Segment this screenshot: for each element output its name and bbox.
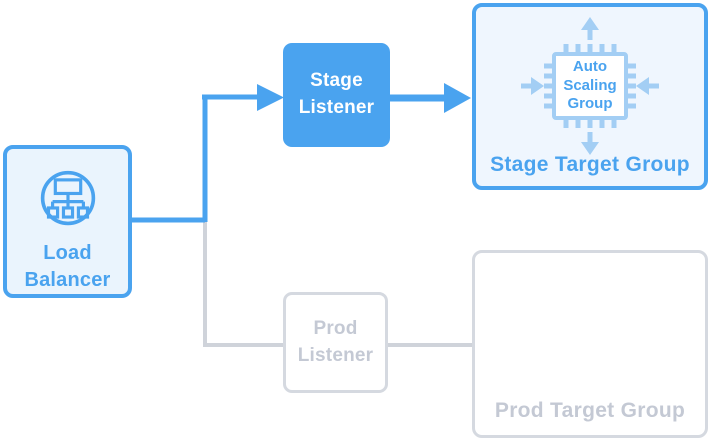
node-stage-target-group: Auto Scaling Group Stage Target Group [472,3,708,190]
node-prod-listener: Prod Listener [283,292,388,393]
node-load-balancer: Load Balancer [3,145,132,298]
scale-down-arrow-icon [581,132,599,155]
auto-scaling-group-chip-icon [521,17,659,155]
arrowhead-into-stage-listener [257,84,284,111]
node-stage-listener: Stage Listener [283,43,390,147]
prod-target-group-label: Prod Target Group [494,399,686,422]
edge-loadbalancer-to-prodlistener [203,220,283,347]
load-balancer-label: Load Balancer [24,242,111,291]
edge-loadbalancer-to-stagelistener [130,84,284,223]
node-prod-target-group: Prod Target Group [472,250,708,438]
stage-target-group-label: Stage Target Group [490,153,690,176]
auto-scaling-group-label: Auto Scaling Group [563,57,617,113]
scale-in-right-arrow-icon [636,77,659,95]
prod-listener-label: Prod Listener [297,317,374,366]
scale-up-arrow-icon [581,17,599,40]
scale-in-left-arrow-icon [521,77,544,95]
stage-listener-label: Stage Listener [298,70,375,118]
edge-stagelistener-to-stagetargetgroup [388,83,471,113]
load-balancer-icon [40,170,95,226]
arrowhead-into-stage-target-group [444,83,471,113]
